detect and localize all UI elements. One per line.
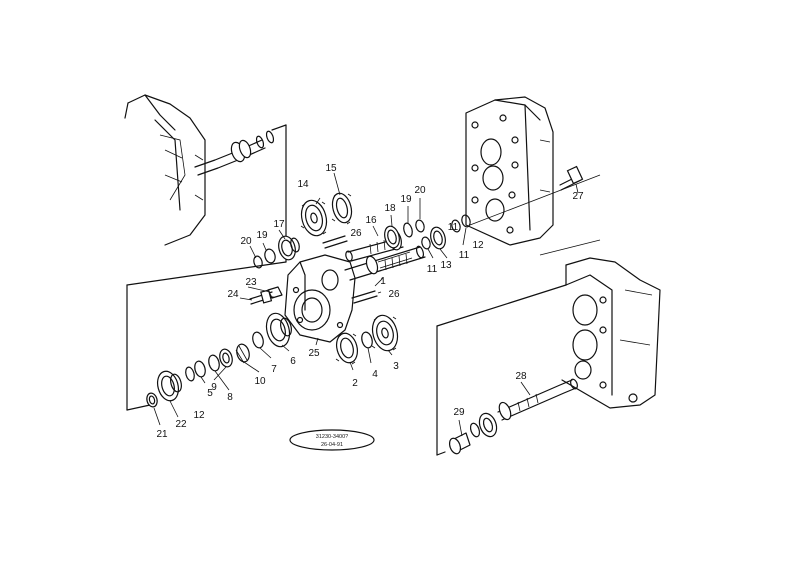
bearing-13 (430, 226, 446, 250)
callout-23: 23 (245, 277, 257, 288)
callout-numbers: 1 2 3 4 5 6 7 8 9 10 11 11 11 12 12 13 1… (156, 163, 584, 440)
callout-14: 14 (297, 179, 309, 190)
washer-23 (267, 286, 283, 299)
callout-20-b: 20 (414, 185, 426, 196)
pin-26-upper (322, 235, 348, 249)
leader-lines (126, 174, 601, 456)
callout-9: 9 (211, 382, 217, 393)
callout-6: 6 (290, 356, 296, 367)
callout-11-b: 11 (459, 250, 470, 261)
callout-leaders (153, 172, 579, 437)
rings-19-20-right (403, 219, 425, 238)
shaft-1 (344, 245, 426, 281)
callout-22: 22 (175, 419, 187, 430)
callout-1: 1 (380, 276, 386, 287)
ring-19-20-left (253, 248, 276, 269)
bearing-9 (219, 348, 233, 368)
center-housing-25 (284, 254, 356, 343)
ring-12-lower (185, 366, 195, 382)
callout-16: 16 (365, 215, 377, 226)
callout-29: 29 (453, 407, 465, 418)
collar-8 (208, 354, 220, 372)
pin-26-lower (351, 290, 378, 304)
gear-3 (371, 314, 399, 352)
callout-11-c: 11 (448, 222, 459, 233)
callout-18: 18 (384, 203, 396, 214)
shaft-28 (497, 378, 578, 421)
callout-21: 21 (156, 429, 168, 440)
gear-29-assembly (448, 412, 498, 455)
gear-6 (265, 312, 292, 348)
upper-left-shaft (194, 124, 287, 263)
callout-12-b: 12 (193, 410, 205, 421)
bolt-27 (559, 165, 584, 191)
callout-15: 15 (325, 163, 337, 174)
stamp-line-1: 31230-3400? (316, 434, 348, 440)
stamp-line-2: 26-04-91 (321, 442, 343, 448)
gear-14 (300, 199, 328, 237)
ring-4 (361, 331, 373, 349)
callout-2: 2 (352, 378, 358, 389)
gear-15 (331, 192, 353, 225)
callout-17: 17 (273, 219, 285, 230)
left-housing (124, 94, 206, 246)
callout-25: 25 (308, 348, 320, 359)
ring-7 (252, 331, 264, 349)
callout-10: 10 (254, 376, 266, 387)
callout-19-b: 19 (400, 194, 412, 205)
callout-3: 3 (393, 361, 399, 372)
callout-12-a: 12 (472, 240, 484, 251)
ring-5 (194, 360, 206, 378)
bearing-17 (278, 235, 300, 261)
gear-22 (156, 370, 182, 402)
bushing-21 (146, 392, 158, 408)
bearing-18 (384, 225, 400, 249)
callout-26-b: 26 (388, 289, 400, 300)
callout-24: 24 (227, 289, 239, 300)
callout-19-a: 19 (256, 230, 268, 241)
callout-27: 27 (572, 191, 584, 202)
drawing-stamp: 31230-3400? 26-04-91 (289, 429, 375, 451)
callout-13: 13 (440, 260, 452, 271)
callout-5: 5 (207, 388, 213, 399)
callout-7: 7 (271, 364, 277, 375)
callout-4: 4 (372, 369, 378, 380)
callout-8: 8 (227, 392, 233, 403)
right-lower-housing (561, 257, 661, 409)
callout-28: 28 (515, 371, 527, 382)
rings-11-12-right (421, 214, 471, 250)
callout-11-a: 11 (427, 264, 438, 275)
right-upper-housing (465, 96, 554, 246)
spring-10 (235, 343, 250, 364)
callout-26-a: 26 (350, 228, 362, 239)
callout-20-a: 20 (240, 236, 252, 247)
gear-2 (335, 332, 359, 365)
